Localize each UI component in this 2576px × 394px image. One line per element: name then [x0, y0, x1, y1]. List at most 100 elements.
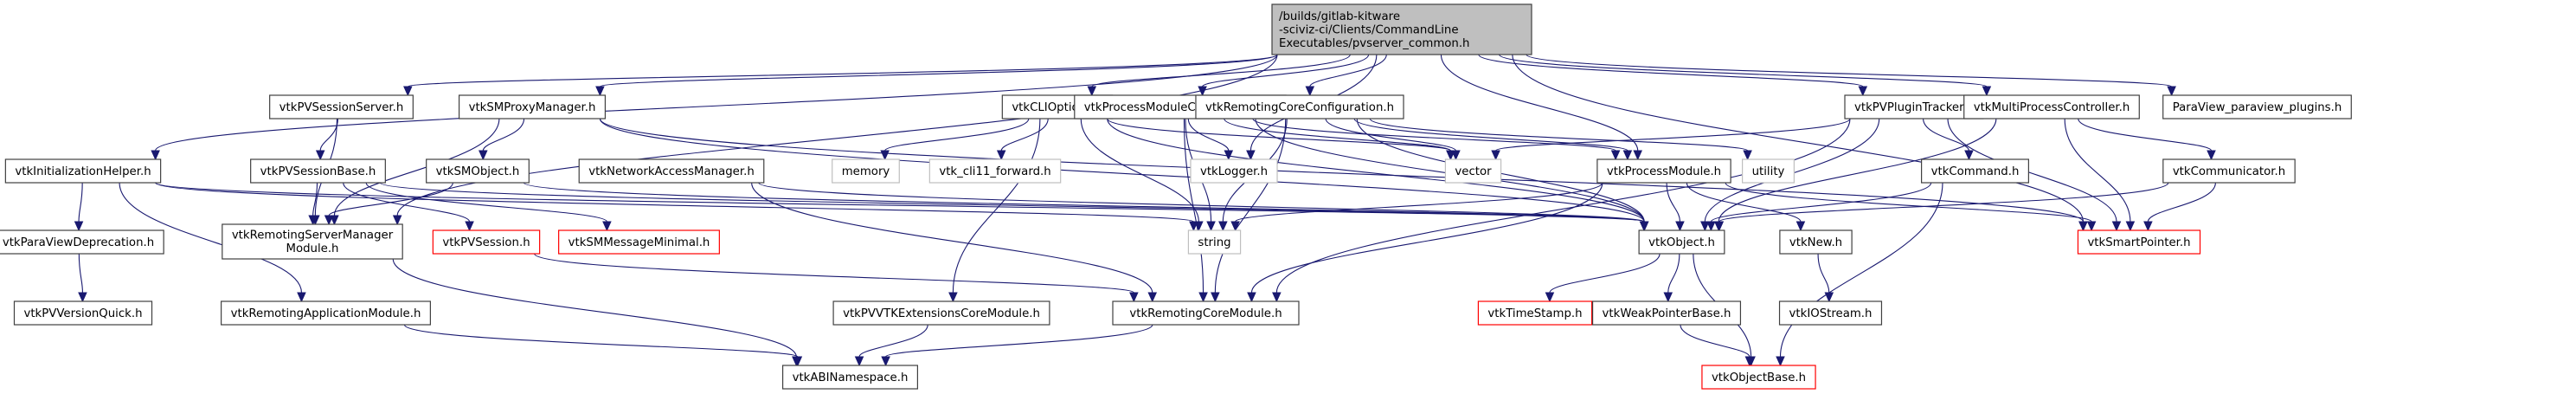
edge-vtkCommand-to-vtkObject [1706, 182, 1932, 232]
node-box [1591, 300, 1742, 326]
node-vtkSMMessageMinimal[interactable]: vtkSMMessageMinimal.h [558, 229, 720, 255]
arrowhead-icon [1858, 86, 1868, 97]
node-vtkCommunicator[interactable]: vtkCommunicator.h [2162, 158, 2296, 184]
node-vtkInitializationHelper[interactable]: vtkInitializationHelper.h [4, 158, 162, 184]
node-vtkSmartPointer[interactable]: vtkSmartPointer.h [2077, 229, 2201, 255]
node-vtkParaViewDeprecation[interactable]: vtkParaViewDeprecation.h [0, 229, 164, 255]
node-vtkPVSession[interactable]: vtkPVSession.h [432, 229, 541, 255]
arrowhead-icon [1451, 150, 1461, 161]
node-vtkPVPluginTracker[interactable]: vtkPVPluginTracker.h [1844, 94, 1984, 119]
node-vtkTimeStamp[interactable]: vtkTimeStamp.h [1477, 300, 1593, 326]
edge-line [392, 258, 797, 358]
node-label: memory [842, 165, 890, 178]
node-vtkPVVersionQuick[interactable]: vtkPVVersionQuick.h [13, 300, 153, 326]
arrowhead-icon [1982, 86, 1992, 97]
node-label: vtk_cli11_forward.h [939, 165, 1050, 178]
node-label: vtkSMMessageMinimal.h [569, 236, 710, 249]
node-label: vtkRemotingCoreConfiguration.h [1205, 101, 1394, 114]
node-box [2077, 229, 2201, 255]
edge-line [751, 182, 1153, 294]
arrowhead-icon [595, 86, 605, 97]
arrowhead-icon [1795, 221, 1806, 232]
edge-line [1309, 54, 1387, 87]
node-vtkSMObject[interactable]: vtkSMObject.h [426, 158, 530, 184]
node-label: vtkPVPluginTracker.h [1854, 101, 1974, 114]
edge-line [333, 118, 500, 216]
node-vtkPVSessionServer[interactable]: vtkPVSessionServer.h [269, 94, 414, 119]
edge-vtkSMProxyManager-to-vtkRemotingServerManagerModule [330, 118, 500, 226]
node-box [1112, 300, 1300, 326]
node-vtkObject[interactable]: vtkObject.h [1638, 229, 1725, 255]
node-label: vtkPVVTKExtensionsCoreModule.h [843, 307, 1040, 320]
node-label: vtkPVSessionBase.h [260, 165, 376, 178]
node-label: vtkNew.h [1789, 236, 1842, 249]
node-label: vtkSMProxyManager.h [469, 101, 596, 114]
node-vtkRemotingCoreModule[interactable]: vtkRemotingCoreModule.h [1112, 300, 1300, 326]
edge-vtkObject-to-vtkWeakPointerBase [1663, 253, 1680, 303]
edge-root-to-vtkPVPluginTracker [1478, 54, 1868, 97]
edge-vtkPVSessionBase-to-vtkPVSession [343, 182, 474, 232]
arrowhead-icon [324, 215, 334, 226]
node-root[interactable]: /builds/gitlab-kitware-sciviz-ci/Clients… [1271, 3, 1532, 55]
edge-line [1250, 182, 1603, 294]
node-box [1844, 94, 1984, 119]
node-vtkNew[interactable]: vtkNew.h [1779, 229, 1853, 255]
arrowhead-icon [151, 150, 160, 161]
edge-vtkCLIOptions-to-vtk_cli11_forward [996, 118, 1049, 161]
edge-line [1275, 118, 1851, 294]
node-box [1779, 229, 1853, 255]
arrowhead-icon [1706, 221, 1716, 232]
node-vtkCommand[interactable]: vtkCommand.h [1921, 158, 2029, 184]
node-vtkRemotingCoreConfiguration[interactable]: vtkRemotingCoreConfiguration.h [1195, 94, 1404, 119]
arrowhead-icon [2078, 221, 2088, 232]
node-box [1190, 158, 1278, 184]
node-vtkNetworkAccessManager[interactable]: vtkNetworkAccessManager.h [578, 158, 765, 184]
edge-root-to-vtkRemotingCoreConfiguration [1305, 54, 1387, 97]
node-box [458, 94, 607, 119]
edge-vtkRemotingCoreConfiguration-to-utility [1369, 118, 1752, 161]
arrowhead-icon [1305, 86, 1315, 97]
edge-line [1718, 118, 1997, 223]
node-label: vtkCommunicator.h [2173, 165, 2285, 178]
edge-vtkPVSessionBase-to-vtkSMMessageMinimal [365, 182, 612, 232]
arrowhead-icon [330, 215, 339, 226]
node-label: ParaView_paraview_plugins.h [2173, 101, 2342, 114]
edge-line [1512, 54, 2084, 223]
edge-line [312, 182, 318, 216]
arrowhead-icon [1129, 292, 1139, 303]
node-vtkWeakPointerBase[interactable]: vtkWeakPointerBase.h [1591, 300, 1742, 326]
node-vtkRemotingApplicationModule[interactable]: vtkRemotingApplicationModule.h [221, 300, 431, 326]
edge-line [319, 118, 338, 152]
edge-vtkPVPluginTracker-to-vector [1491, 118, 1851, 161]
edge-vtkSMObject-to-vtkRemotingServerManagerModule [324, 182, 453, 226]
node-ParaView-paraview-plugins[interactable]: ParaView_paraview_plugins.h [2162, 94, 2352, 119]
edge-line [1202, 54, 1370, 87]
node-vtkProcessModule[interactable]: vtkProcessModule.h [1596, 158, 1731, 184]
node-vtkABINamespace[interactable]: vtkABINamespace.h [781, 365, 919, 390]
node-vtkSMProxyManager[interactable]: vtkSMProxyManager.h [458, 94, 607, 119]
edge-root-to-vtkSmartPointer [1512, 54, 2088, 232]
edge-line [365, 182, 607, 223]
edge-line [1725, 182, 2092, 223]
edge-line [952, 118, 1041, 294]
edge-line [1325, 118, 1456, 152]
edge-root-to-vtkMultiProcessController [1499, 54, 1992, 97]
edge-vtkCLIOptions-to-vtkPVVTKExtensionsCoreModule [948, 118, 1041, 303]
edge-root-to-ParaView_paraview_plugins [1526, 54, 2176, 97]
edge-vtkRemotingCoreConfiguration-to-vector [1325, 118, 1461, 161]
node-box [221, 300, 431, 326]
node-label: vtkSMObject.h [436, 165, 520, 178]
node-vtkObjectBase[interactable]: vtkObjectBase.h [1701, 365, 1816, 390]
arrowhead-icon [1824, 292, 1834, 303]
edge-vtkCommand-to-vtkObjectBase [1776, 182, 1943, 367]
arrowhead-icon [1633, 150, 1642, 161]
node-label: vtkPVVersionQuick.h [23, 307, 142, 320]
node-box [2162, 94, 2352, 119]
node-vtkIOStream[interactable]: vtkIOStream.h [1778, 300, 1883, 326]
node-vtkMultiProcessController[interactable]: vtkMultiProcessController.h [1963, 94, 2140, 119]
node-vtkPVVTKExtensionsCoreModule[interactable]: vtkPVVTKExtensionsCoreModule.h [832, 300, 1050, 326]
node-vtkPVSessionBase[interactable]: vtkPVSessionBase.h [250, 158, 386, 184]
node-label: vtkPVSessionServer.h [279, 101, 404, 114]
edge-vtkRemotingServerManagerModule-to-vtkABINamespace [392, 258, 801, 367]
